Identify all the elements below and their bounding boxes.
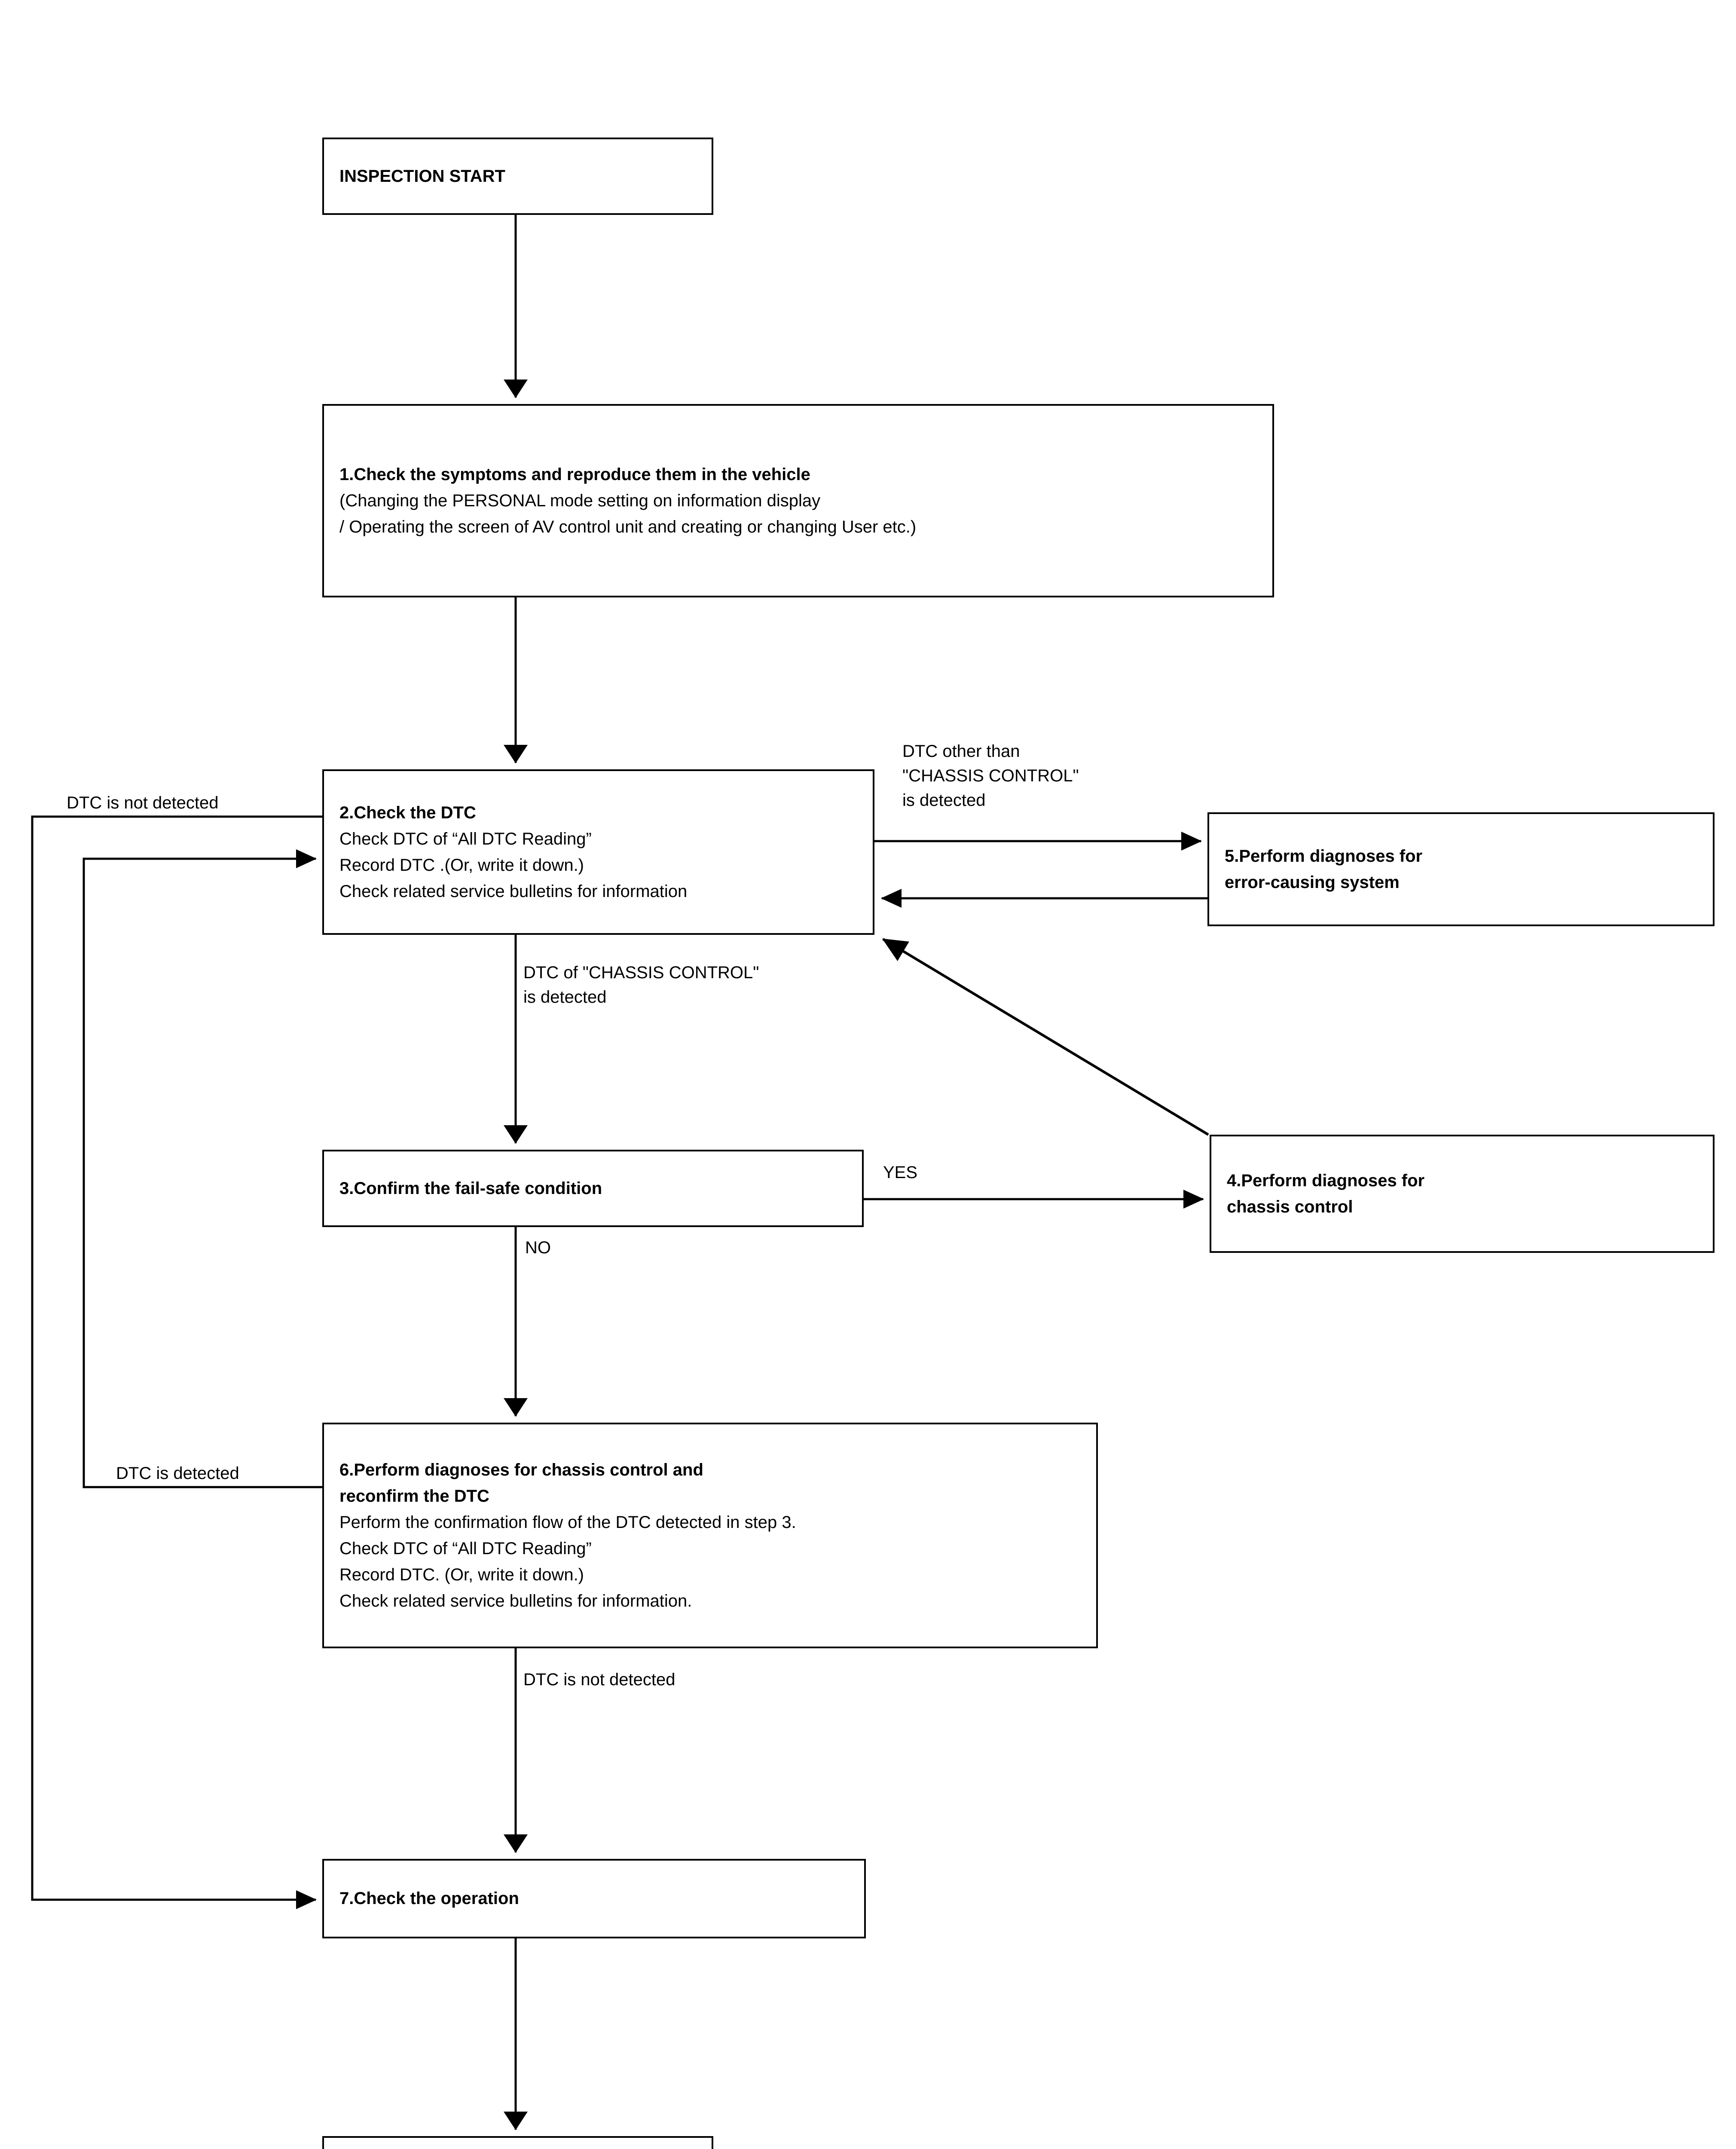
node-step6-line-1: 6.Perform diagnoses for chassis control … xyxy=(339,1460,703,1479)
node-step5[interactable]: 5.Perform diagnoses for error-causing sy… xyxy=(1207,812,1715,926)
node-step5-line-1: 5.Perform diagnoses for xyxy=(1225,846,1423,866)
edge-label-dtc-is-detected: DTC is detected xyxy=(116,1464,239,1483)
node-step1-line-1: 1.Check the symptoms and reproduce them … xyxy=(339,465,810,484)
node-step6-line-5: Record DTC. (Or, write it down.) xyxy=(339,1565,584,1584)
node-step7[interactable]: 7.Check the operation xyxy=(322,1859,866,1938)
node-step1[interactable]: 1.Check the symptoms and reproduce them … xyxy=(322,404,1274,597)
connector-step2-to-step7 xyxy=(31,815,322,1909)
node-step2-line-3: Record DTC .(Or, write it down.) xyxy=(339,855,584,875)
node-inspection-start-line-1: INSPECTION START xyxy=(339,166,505,186)
node-step2-line-1: 2.Check the DTC xyxy=(339,803,476,822)
node-step6-line-4: Check DTC of “All DTC Reading” xyxy=(339,1539,592,1558)
edge-label-no: NO xyxy=(525,1238,551,1257)
node-step2-line-4: Check related service bulletins for info… xyxy=(339,882,688,901)
node-step4-line-1: 4.Perform diagnoses for xyxy=(1227,1171,1425,1190)
node-step5-line-2: error-causing system xyxy=(1225,872,1400,892)
edge-label-dtc-not-detected-step6: DTC is not detected xyxy=(523,1670,675,1689)
node-step1-line-2: (Changing the PERSONAL mode setting on i… xyxy=(339,491,821,510)
edge-label-dtc-of-chassis: DTC of "CHASSIS CONTROL" is detected xyxy=(523,963,759,1007)
edge-label-dtc-not-detected-step2: DTC is not detected xyxy=(67,793,219,812)
node-step1-line-3: / Operating the screen of AV control uni… xyxy=(339,517,917,536)
connector-step4-to-step2 xyxy=(882,938,1209,1136)
node-step6-line-2: reconfirm the DTC xyxy=(339,1486,489,1506)
edge-label-dtc-other-than-chassis: DTC other than "CHASSIS CONTROL" is dete… xyxy=(902,742,1079,810)
node-inspection-end[interactable]: INSPECTION END xyxy=(322,2136,713,2149)
node-step4-line-2: chassis control xyxy=(1227,1197,1353,1216)
node-step6[interactable]: 6.Perform diagnoses for chassis control … xyxy=(322,1423,1098,1648)
node-step3-line-1: 3.Confirm the fail-safe condition xyxy=(339,1179,602,1198)
connector-step6-loop-to-step2 xyxy=(83,849,322,1488)
node-step6-line-3: Perform the confirmation flow of the DTC… xyxy=(339,1512,796,1532)
edge-label-yes: YES xyxy=(883,1163,918,1182)
node-inspection-start[interactable]: INSPECTION START xyxy=(322,138,713,215)
node-step2[interactable]: 2.Check the DTC Check DTC of “All DTC Re… xyxy=(322,769,874,935)
node-step3[interactable]: 3.Confirm the fail-safe condition xyxy=(322,1150,864,1227)
node-step7-line-1: 7.Check the operation xyxy=(339,1889,519,1908)
node-step4[interactable]: 4.Perform diagnoses for chassis control xyxy=(1210,1135,1715,1253)
node-step2-line-2: Check DTC of “All DTC Reading” xyxy=(339,829,592,848)
node-step6-line-6: Check related service bulletins for info… xyxy=(339,1591,692,1610)
